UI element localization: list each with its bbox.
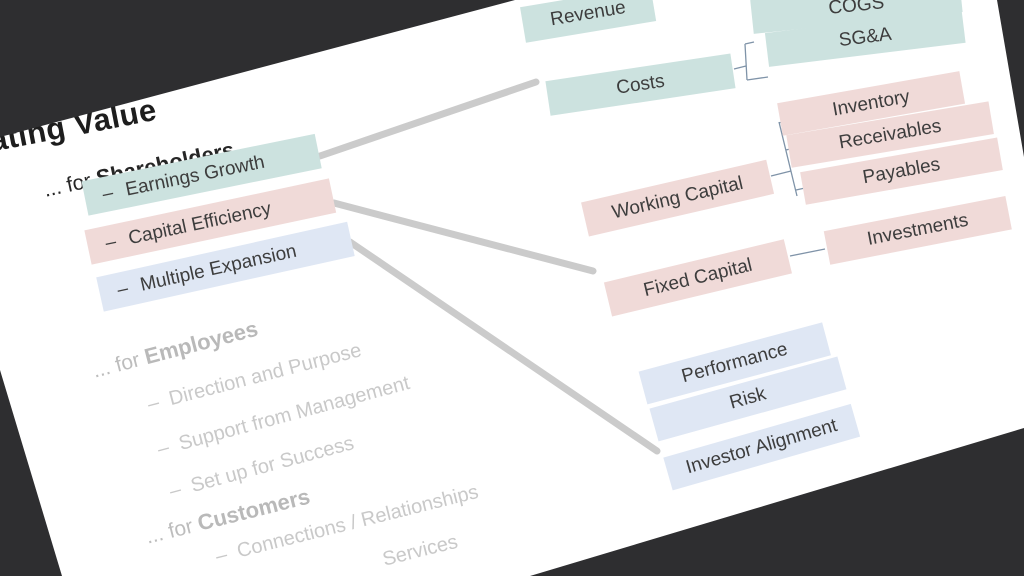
box-label: SG&A [837,23,893,52]
connector-earnings-to-revenue-costs [316,78,540,160]
dash: – [100,182,115,205]
bracket-fixed-capital-children [789,248,826,257]
connector-capital-to-working-fixed [330,199,597,275]
box-label: Costs [614,70,666,99]
dash: – [103,230,119,254]
bracket-costs-children [733,41,769,81]
connector-multiple-to-performance [346,238,661,455]
driver-connector-lines [316,78,661,455]
box-label: Risk [727,383,769,414]
dash: – [115,277,131,301]
box-label: COGS [827,0,886,19]
box-label: Revenue [548,0,628,31]
